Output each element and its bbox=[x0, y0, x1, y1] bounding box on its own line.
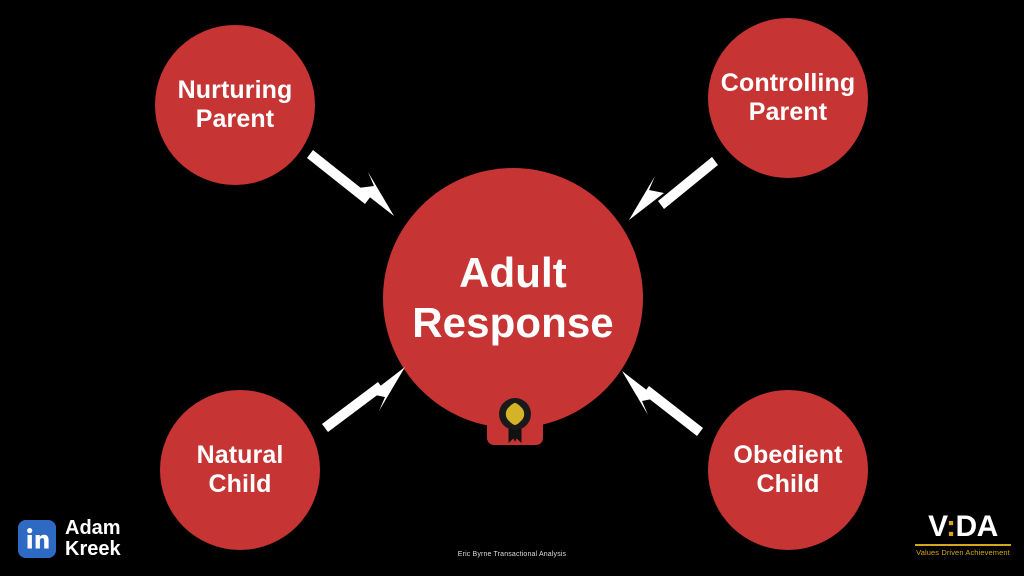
award-badge bbox=[487, 393, 543, 445]
node-nurturing-parent[interactable]: Nurturing Parent bbox=[155, 25, 315, 185]
vida-tagline: Values Driven Achievement bbox=[916, 548, 1010, 557]
node-natural-child-label: Natural Child bbox=[196, 440, 284, 499]
node-natural-child[interactable]: Natural Child bbox=[160, 390, 320, 550]
node-adult-response-label: Adult Response bbox=[412, 249, 614, 346]
node-obedient-child[interactable]: Obedient Child bbox=[708, 390, 868, 550]
linkedin-credit[interactable]: Adam Kreek bbox=[18, 517, 121, 561]
node-adult-response[interactable]: Adult Response bbox=[383, 168, 643, 428]
node-obedient-child-label: Obedient Child bbox=[733, 440, 843, 499]
vida-logo: V:DA Values Driven Achievement bbox=[914, 512, 1012, 557]
node-nurturing-parent-label: Nurturing Parent bbox=[177, 75, 293, 134]
linkedin-author-name: Adam Kreek bbox=[65, 517, 121, 561]
arrow-obedient-to-center bbox=[622, 371, 703, 436]
vida-wordmark-da: DA bbox=[955, 510, 999, 543]
arrow-controlling-to-center bbox=[629, 157, 718, 220]
node-controlling-parent[interactable]: Controlling Parent bbox=[708, 18, 868, 178]
arrow-natural-to-center bbox=[322, 367, 405, 432]
award-medal-ribbon-icon bbox=[499, 398, 531, 443]
linkedin-icon[interactable] bbox=[18, 520, 56, 559]
vida-underline-rule bbox=[915, 544, 1011, 546]
arrow-nurturing-to-center bbox=[307, 150, 394, 216]
vida-wordmark-v: V bbox=[928, 510, 946, 543]
vida-wordmark-colon: : bbox=[946, 510, 956, 543]
node-controlling-parent-label: Controlling Parent bbox=[720, 68, 856, 127]
vida-wordmark: V:DA bbox=[914, 512, 1012, 542]
source-caption: Eric Byrne Transactional Analysis bbox=[457, 551, 567, 558]
